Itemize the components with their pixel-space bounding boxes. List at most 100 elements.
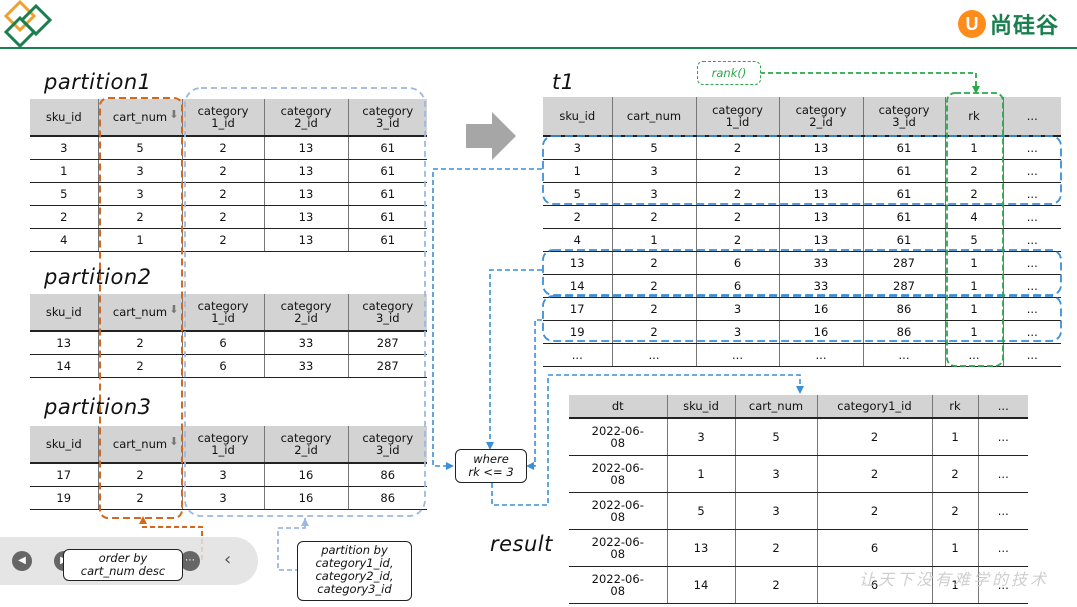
table-cell: ... <box>1003 343 1061 367</box>
table-cell: 13 <box>543 251 613 275</box>
table-cell: 1 <box>543 159 613 183</box>
more-icon[interactable]: ⋯ <box>180 551 200 571</box>
table-cell: ... <box>1003 274 1061 298</box>
table-cell: 6 <box>817 529 933 567</box>
column-header: ... <box>978 395 1028 419</box>
table-cell: 86 <box>348 463 427 487</box>
column-header: category 3_id <box>348 294 427 332</box>
table-cell: ... <box>978 418 1028 456</box>
back-icon[interactable]: ‹ <box>224 549 232 570</box>
table-cell: 2 <box>612 251 697 275</box>
table-cell: 2 <box>182 136 265 160</box>
table-cell: 287 <box>863 251 946 275</box>
table-cell: 1 <box>945 251 1004 275</box>
table-cell: 61 <box>348 159 427 183</box>
column-header: sku_id <box>30 426 99 464</box>
rank-note: rank() <box>697 61 761 85</box>
column-header: category 2_id <box>264 99 349 137</box>
sort-down-icon: ⬇ <box>169 435 179 448</box>
table-cell: 1 <box>932 566 979 604</box>
rank-connector <box>760 72 977 92</box>
table-cell: 61 <box>863 205 946 229</box>
table-cell: 2022-06- 08 <box>569 529 668 567</box>
partition-by-note: partition by category1_id, category2_id,… <box>297 541 412 601</box>
table-cell: 2 <box>98 486 183 510</box>
table-cell: 6 <box>696 274 780 298</box>
table-cell: 61 <box>863 159 946 183</box>
table-cell: 2 <box>182 205 265 229</box>
table-cell: 4 <box>945 205 1004 229</box>
table-cell: 2 <box>817 418 933 456</box>
table-cell: 16 <box>779 297 864 321</box>
table-cell: 2 <box>932 492 979 530</box>
column-header: category 1_id <box>182 294 265 332</box>
table-cell: 14 <box>543 274 613 298</box>
column-header: sku_id <box>30 99 99 137</box>
table-cell: 2022-06- 08 <box>569 455 668 493</box>
column-header: category 2_id <box>264 294 349 332</box>
table-cell: 287 <box>863 274 946 298</box>
column-header: cart_num⬇ <box>98 294 183 332</box>
table-cell: 13 <box>264 136 349 160</box>
table-cell: ... <box>1003 182 1061 206</box>
column-header: category 3_id <box>348 426 427 464</box>
table-cell: 61 <box>863 182 946 206</box>
table-cell: ... <box>543 343 613 367</box>
table-cell: 13 <box>264 159 349 183</box>
table-cell: 13 <box>667 529 736 567</box>
table-cell: 13 <box>30 331 99 355</box>
table-cell: 33 <box>264 354 349 378</box>
table-cell: 6 <box>696 251 780 275</box>
table-cell: 2 <box>612 320 697 344</box>
table-cell: ... <box>978 566 1028 604</box>
table-cell: 2 <box>543 205 613 229</box>
table-cell: 5 <box>612 136 697 160</box>
column-header: rk <box>945 97 1004 137</box>
table-cell: 61 <box>863 136 946 160</box>
table-cell: 33 <box>264 331 349 355</box>
partition3-title: partition3 <box>44 395 152 419</box>
table-cell: 61 <box>348 136 427 160</box>
table-cell: 6 <box>182 354 265 378</box>
t1-group2-connector <box>489 269 542 448</box>
table-cell: 1 <box>667 455 736 493</box>
table-cell: 2 <box>612 205 697 229</box>
table-cell: 86 <box>863 320 946 344</box>
column-header: sku_id <box>667 395 736 419</box>
table-cell: 2022-06- 08 <box>569 492 668 530</box>
table-cell: 13 <box>779 228 864 252</box>
table-cell: 2 <box>612 274 697 298</box>
table-cell: 3 <box>182 486 265 510</box>
table-cell: 2 <box>182 182 265 206</box>
table-cell: 6 <box>817 566 933 604</box>
table-cell: 5 <box>667 492 736 530</box>
table-cell: 2 <box>945 182 1004 206</box>
table-cell: 2 <box>612 297 697 321</box>
column-header: category 1_id <box>696 97 780 137</box>
column-header: cart_num <box>735 395 818 419</box>
sort-down-icon: ⬇ <box>169 108 179 121</box>
table-cell: 1 <box>945 274 1004 298</box>
play-prev-icon[interactable]: ◀ <box>12 551 32 571</box>
table-cell: 16 <box>779 320 864 344</box>
table-cell: 5 <box>98 136 183 160</box>
diamond-logo-icon <box>3 0 53 49</box>
t1-title: t1 <box>552 70 575 94</box>
table-cell: 17 <box>543 297 613 321</box>
t1-to-where-connector <box>432 168 542 467</box>
table-cell: 17 <box>30 463 99 487</box>
table-cell: 3 <box>543 136 613 160</box>
table-cell: 3 <box>735 492 818 530</box>
table-cell: 13 <box>779 159 864 183</box>
table-cell: 3 <box>30 136 99 160</box>
table-cell: 5 <box>945 228 1004 252</box>
